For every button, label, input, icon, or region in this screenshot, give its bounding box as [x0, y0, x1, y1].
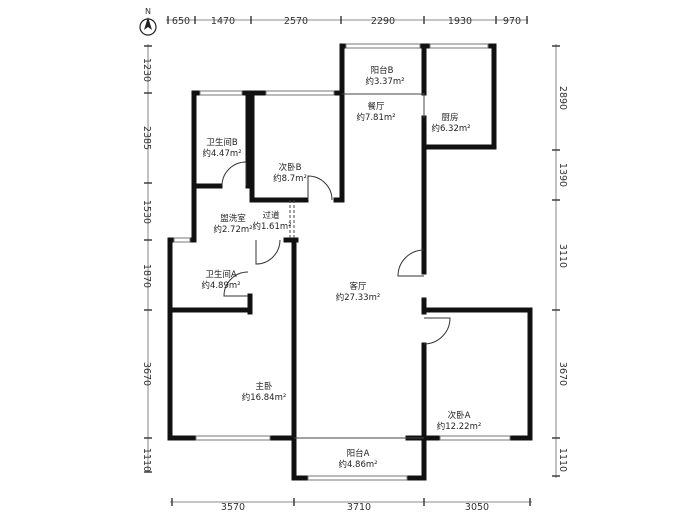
dim-bottom-3: 3050 — [465, 502, 489, 513]
room-balcony-a-name: 阳台A — [347, 448, 370, 459]
dim-right-5: 1110 — [557, 448, 568, 472]
door-bedroom2-a — [423, 317, 451, 345]
window-kitchen — [429, 43, 489, 49]
door-living-right — [397, 249, 425, 277]
dim-top-1: 650 — [172, 16, 190, 27]
door-bathroom-a — [223, 271, 249, 297]
room-corridor-area: 约1.61m² — [252, 221, 291, 232]
dim-left-1: 1230 — [141, 58, 152, 82]
room-corridor-name: 过道 — [262, 210, 280, 221]
room-living-name: 客厅 — [349, 281, 367, 292]
room-living-area: 约27.33m² — [336, 292, 381, 303]
doors — [221, 161, 451, 345]
dim-right-2: 1390 — [557, 163, 568, 187]
left-dimension-line: 1230 2385 1530 1870 3670 1110 — [141, 44, 152, 473]
window-bedroom2-b — [265, 90, 335, 96]
room-kitchen-area: 约6.32m² — [431, 123, 470, 134]
room-bathroom-b-name: 卫生间B — [206, 137, 238, 148]
room-laundry-name: 盥洗室 — [220, 213, 246, 224]
right-dimension-line: 2890 1390 3110 3670 1110 — [552, 44, 568, 478]
walls — [167, 43, 533, 481]
window-bathroom-b — [199, 90, 243, 96]
dim-right-4: 3670 — [557, 362, 568, 386]
dim-bottom-2: 3710 — [347, 502, 371, 513]
windows — [173, 43, 511, 481]
partitions — [289, 93, 425, 439]
compass-icon: N — [139, 7, 157, 36]
room-kitchen-name: 厨房 — [441, 112, 458, 123]
room-bedroom2-a-area: 约12.22m² — [437, 421, 482, 432]
room-master-area: 约16.84m² — [242, 392, 287, 403]
dim-top-3: 2570 — [284, 16, 308, 27]
room-bedroom2-a-name: 次卧A — [448, 410, 471, 421]
door-bathroom-b — [221, 161, 247, 187]
room-laundry-area: 约2.72m² — [213, 224, 252, 235]
room-bedroom2-b-area: 约8.7m² — [273, 173, 307, 184]
room-master-name: 主卧 — [255, 381, 273, 392]
window-master — [195, 435, 271, 441]
dim-left-6: 1110 — [141, 448, 152, 472]
room-dining-area: 约7.81m² — [356, 112, 395, 123]
room-bathroom-a-area: 约4.89m² — [201, 280, 240, 291]
room-balcony-b-area: 约3.37m² — [365, 76, 404, 87]
dim-top-4: 2290 — [371, 16, 395, 27]
dim-bottom-1: 3570 — [221, 502, 245, 513]
dim-top-5: 1930 — [448, 16, 472, 27]
compass-label: N — [145, 7, 151, 16]
dim-top-2: 1470 — [211, 16, 235, 27]
room-bathroom-a-name: 卫生间A — [205, 269, 237, 280]
dim-left-2: 2385 — [141, 126, 152, 150]
door-laundry — [255, 239, 281, 265]
dim-top-6: 970 — [503, 16, 521, 27]
dim-left-5: 3670 — [141, 362, 152, 386]
room-labels: 阳台B 约3.37m² 餐厅 约7.81m² 厨房 约6.32m² 卫生间B 约… — [201, 65, 481, 470]
dim-right-3: 3110 — [557, 244, 568, 268]
dim-right-1: 2890 — [557, 86, 568, 110]
dim-left-3: 1530 — [141, 200, 152, 224]
dim-left-4: 1870 — [141, 264, 152, 288]
window-bathroom-a — [173, 237, 191, 243]
room-bathroom-b-area: 约4.47m² — [202, 148, 241, 159]
window-balcony-a — [307, 475, 408, 481]
room-balcony-b-name: 阳台B — [371, 65, 394, 76]
room-dining-name: 餐厅 — [367, 102, 385, 112]
door-bedroom2-b — [307, 175, 333, 201]
window-bedroom2-a — [439, 435, 511, 441]
room-bedroom2-b-name: 次卧B — [279, 162, 302, 173]
window-balcony-b — [345, 43, 421, 49]
bottom-dimension-line: 3570 3710 3050 — [170, 498, 532, 513]
room-balcony-a-area: 约4.86m² — [338, 459, 377, 470]
top-dimension-line: 650 1470 2570 2290 1930 970 — [166, 16, 528, 27]
